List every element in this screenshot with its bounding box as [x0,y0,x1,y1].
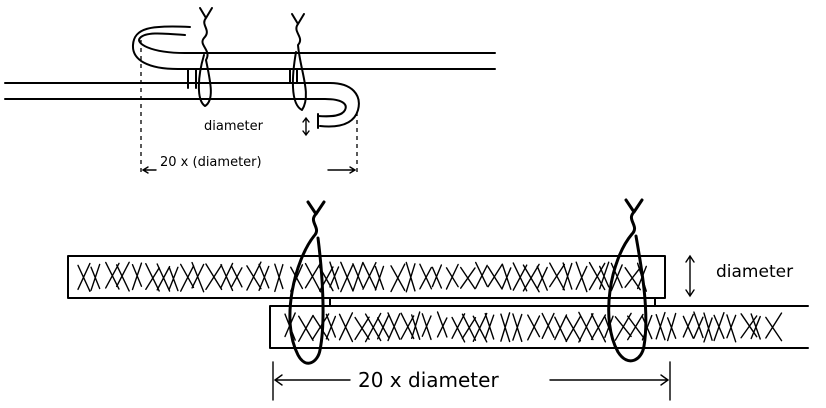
hatch-stroke [575,261,588,293]
top-length-arrows [141,166,357,174]
hatch-stroke [436,311,448,338]
hatch-stroke [304,262,322,293]
hatch-stroke [131,262,143,291]
top-figure: diameter 20 x (diameter) [4,7,496,176]
tie-wire-left [288,200,326,365]
hatch-stroke [512,262,528,292]
bottom-length-dimension [272,361,671,401]
hatch-stroke [115,261,130,292]
hatch-stroke [411,311,421,340]
hatch-stroke [145,262,160,292]
hatch-stroke [599,261,610,290]
hatch-stroke [541,312,555,340]
diameter-arrow-small [302,116,310,137]
top-length-label: 20 x (diameter) [160,155,262,170]
hatch-stroke [338,312,354,343]
hatch-stroke [740,313,758,339]
bar-spacers [329,297,656,307]
hatch-stroke [376,314,390,340]
hatch-stroke [390,263,406,293]
upper-rod-with-hook [131,25,496,89]
hatch-stroke [168,266,179,292]
lower-bar-crosshatch [284,311,783,343]
hatch-stroke [312,313,330,341]
hatch-stroke [340,261,354,293]
hatch-stroke [329,261,340,290]
hatch-stroke [258,263,270,292]
hatch-stroke [374,265,385,291]
hatch-stroke [527,314,541,341]
hatch-stroke [693,311,704,339]
upper-bar-crosshatch [77,261,648,293]
hatch-stroke [554,314,568,343]
hatch-stroke [298,314,314,342]
upper-bar [67,255,666,299]
hatch-stroke [220,262,234,292]
bottom-length-label: 20 x diameter [358,368,499,392]
tie-wire-left [197,7,213,107]
bottom-diameter-label: diameter [716,262,793,282]
hatch-stroke [703,312,713,343]
hatch-stroke [536,265,548,291]
hatch-stroke [431,264,443,289]
hatch-stroke [713,312,725,342]
hatch-stroke [205,263,223,291]
hatch-stroke [588,261,606,291]
hatch-stroke [445,263,459,290]
hatch-stroke [77,262,91,293]
hatch-stroke [682,313,694,339]
hatch-stroke [421,313,432,341]
hatch-stroke [590,313,607,343]
hatch-stroke [105,261,120,290]
hatch-stroke [325,313,337,340]
hatch-stroke [90,263,101,291]
hatch-stroke [474,261,488,289]
hatch-stroke [549,262,566,291]
hatch-stroke [362,261,377,291]
hatch-stroke [626,313,644,341]
diameter-arrow [685,254,695,298]
hatch-stroke [487,263,503,290]
hatch-stroke [459,266,476,290]
hatch-stroke [624,266,641,291]
hatch-stroke [655,311,666,341]
bottom-figure: diameter 20 x diameter [67,198,809,401]
hatch-stroke [231,265,243,288]
hatch-stroke [484,312,495,340]
hatch-stroke [461,313,477,341]
hatch-stroke [405,261,416,293]
hatch-stroke [400,312,415,340]
hatch-stroke [512,313,523,343]
hatch-stroke [419,263,433,290]
hatch-stroke [387,312,401,342]
hatch-stroke [352,262,364,292]
hatch-stroke [562,262,573,291]
hatch-stroke [522,263,540,293]
tie-wire-right [291,13,307,111]
lower-rod-with-hook [4,82,360,129]
hatch-stroke [191,261,205,293]
hatch-stroke [500,312,511,343]
hatch-stroke [501,263,512,290]
tie-wire-right [607,198,648,363]
hatch-stroke [610,262,623,292]
top-diameter-label: diameter [204,119,264,134]
hatch-stroke [765,312,783,342]
hatch-stroke [246,261,262,291]
hatch-stroke [180,263,195,292]
lower-bar [269,305,809,349]
hatch-stroke [726,314,737,343]
hatch-stroke [354,316,370,341]
hatch-stroke [750,313,761,340]
hatch-stroke [666,312,677,342]
hatch-stroke [565,315,582,343]
hatch-stroke [274,263,284,293]
hatch-stroke [156,263,171,292]
hatch-stroke [578,311,594,343]
hatch-stroke [472,312,488,343]
